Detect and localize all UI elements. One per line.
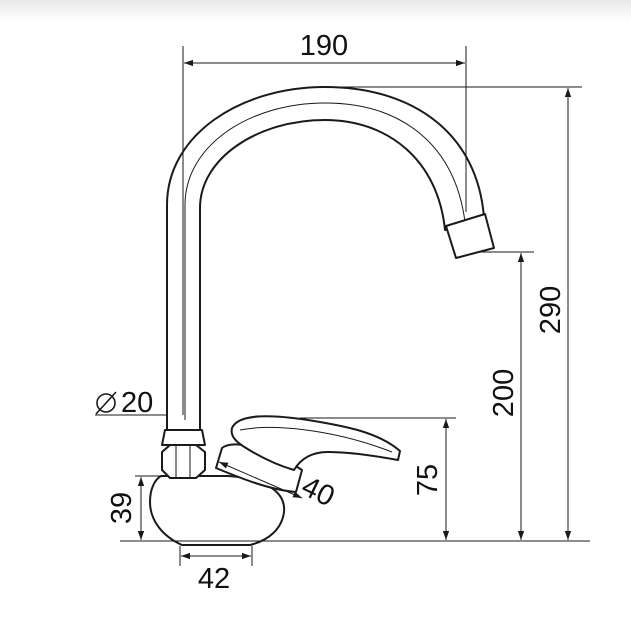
nut-ring: [161, 429, 206, 446]
dim-line-40: [218, 461, 303, 499]
dim-label-290: 290: [535, 286, 567, 334]
dim-label-20: 20: [121, 387, 153, 419]
dimension-labels: 190 290 200 75 39 42 40 20: [95, 30, 567, 595]
spout-aerator: [445, 213, 495, 259]
diameter-symbol-icon: [95, 391, 117, 415]
dim-label-39: 39: [106, 492, 138, 524]
dim-label-42: 42: [198, 563, 230, 595]
window-top-bar: [0, 0, 631, 22]
dim-label-200: 200: [488, 369, 520, 417]
lever-handle: [230, 415, 401, 471]
hex-nut: [161, 444, 206, 479]
dim-label-190: 190: [300, 30, 348, 62]
dimension-lines: [100, 59, 572, 560]
faucet-spout: [166, 86, 485, 431]
spout-highlight: [184, 102, 466, 420]
extension-lines: [95, 46, 590, 566]
dim-label-75: 75: [412, 464, 444, 496]
dim-label-40: 40: [296, 470, 339, 513]
lever-highlight: [239, 427, 393, 453]
